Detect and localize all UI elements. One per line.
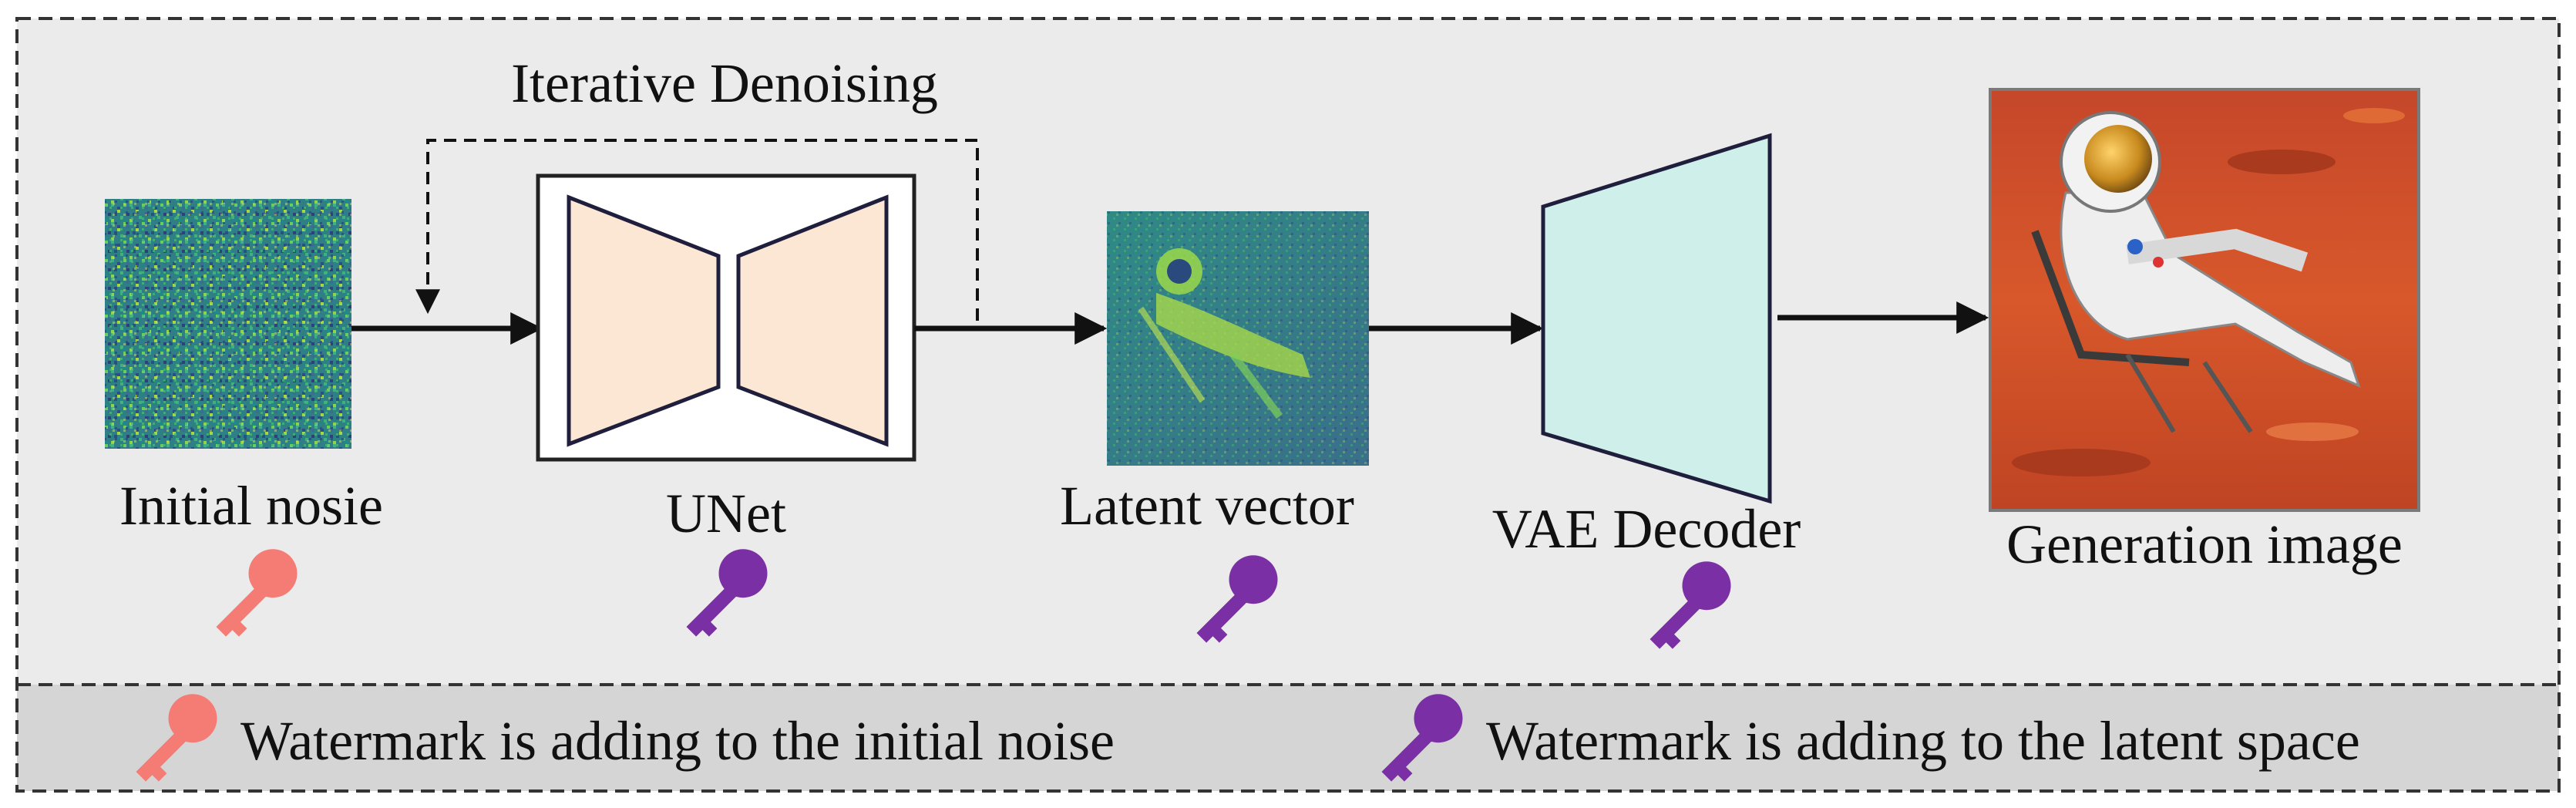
unet-encoder-shape xyxy=(567,194,721,447)
unet-decoder-shape xyxy=(736,194,889,447)
outer-dashed-border xyxy=(15,17,2561,793)
latent-vector-label: Latent vector xyxy=(1060,475,1354,537)
initial-noise-label: Initial nosie xyxy=(119,475,383,537)
vae-decoder-shape xyxy=(1541,133,1772,504)
generation-image-label: Generation image xyxy=(2006,513,2403,575)
legend-latent-text: Watermark is adding to the latent space xyxy=(1486,710,2360,772)
generation-image xyxy=(1989,88,2420,512)
legend-noise-text: Watermark is adding to the initial noise xyxy=(240,710,1115,772)
iterative-denoising-label: Iterative Denoising xyxy=(511,52,938,114)
unet-label: UNet xyxy=(666,483,786,544)
iterative-loop-arrow xyxy=(415,139,979,321)
latent-vector-image xyxy=(1107,211,1369,466)
legend-panel xyxy=(17,685,2559,791)
vae-decoder-label: VAE Decoder xyxy=(1492,498,1801,560)
initial-noise-image xyxy=(105,199,351,449)
